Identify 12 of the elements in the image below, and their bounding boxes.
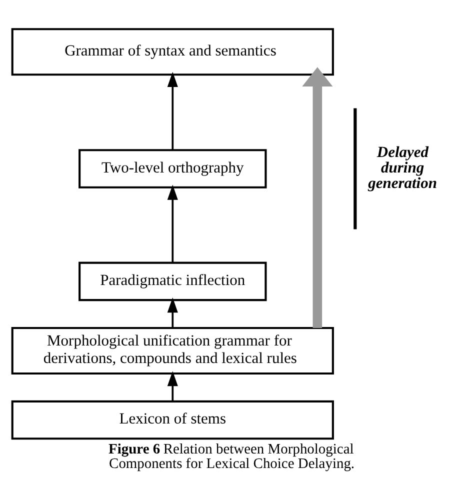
node-box: Paradigmatic inflection: [78, 261, 267, 301]
node-box: Grammar of syntax and semantics: [11, 28, 334, 76]
arrow: [167, 296, 178, 328]
label: Delayed during generation: [368, 143, 437, 192]
caption: Figure 6 Relation between Morphological Components for Lexical Choice Delaying.: [108, 440, 355, 472]
arrow: [302, 66, 333, 328]
arrow: [167, 370, 178, 401]
node-box: Morphological unification grammar for derivations, compounds and lexical rules: [11, 326, 334, 374]
arrow: [167, 71, 178, 150]
node-box: Lexicon of stems: [11, 400, 334, 440]
node-box: Two-level orthography: [78, 148, 267, 188]
arrow: [167, 184, 178, 262]
